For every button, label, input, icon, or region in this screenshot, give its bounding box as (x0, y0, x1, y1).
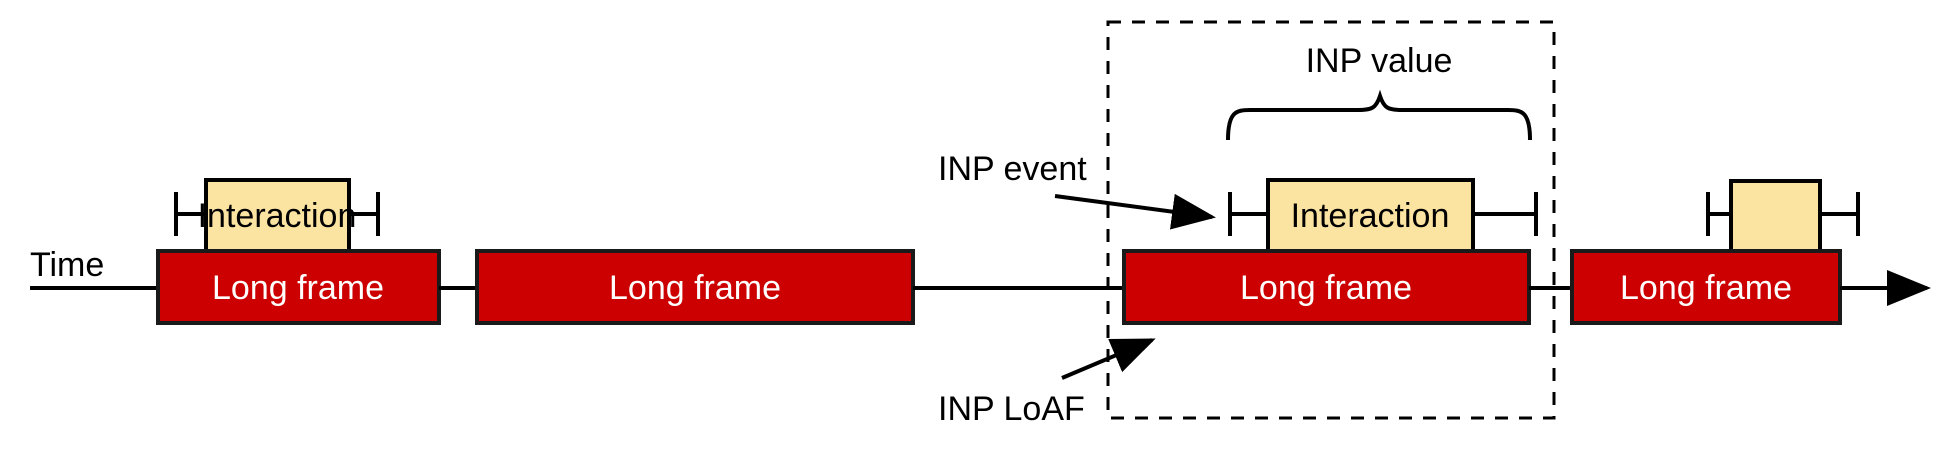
long-frame-box-3-label: Long frame (1240, 269, 1412, 307)
long-frame-box-2-label: Long frame (609, 269, 781, 307)
inp-loaf-arrow (1061, 338, 1156, 380)
frame-group-3: Interaction Long frame (1122, 178, 1538, 325)
inp-event-arrow (1054, 193, 1216, 230)
long-frame-box-2[interactable] (475, 249, 915, 325)
frame-group-2: Long frame (475, 249, 915, 325)
inp-value-label: INP value (1306, 42, 1453, 80)
frame-group-1: Interaction Long frame (156, 178, 441, 325)
long-frame-box-1[interactable] (156, 249, 441, 325)
inp-loaf-label: INP LoAF (938, 390, 1085, 428)
long-frame-box-4-label: Long frame (1620, 269, 1792, 307)
inp-region-dashed-box (1106, 20, 1556, 420)
interaction-box-1-label: Interaction (198, 197, 357, 235)
time-axis-label: Time (30, 246, 104, 284)
inp-value-brace (1226, 89, 1532, 141)
interaction-box-4[interactable] (1729, 179, 1822, 253)
interaction-box-3-label: Interaction (1291, 197, 1450, 235)
long-frame-box-1-label: Long frame (212, 269, 384, 307)
inp-event-label: INP event (938, 150, 1087, 188)
